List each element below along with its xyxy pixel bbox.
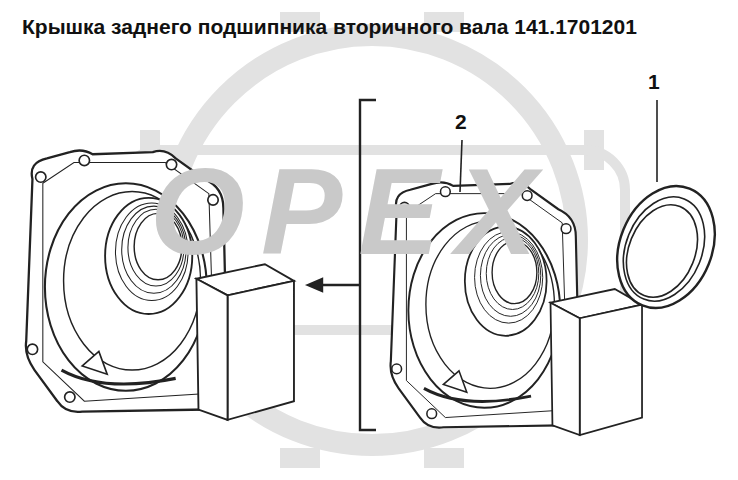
watermark: OPEX (150, 150, 553, 274)
callout-number: 1 (648, 70, 660, 94)
title: Крышка заднего подшипника вторичного вал… (22, 12, 722, 42)
oil-seal (600, 171, 733, 322)
callout-number: 2 (455, 110, 467, 134)
